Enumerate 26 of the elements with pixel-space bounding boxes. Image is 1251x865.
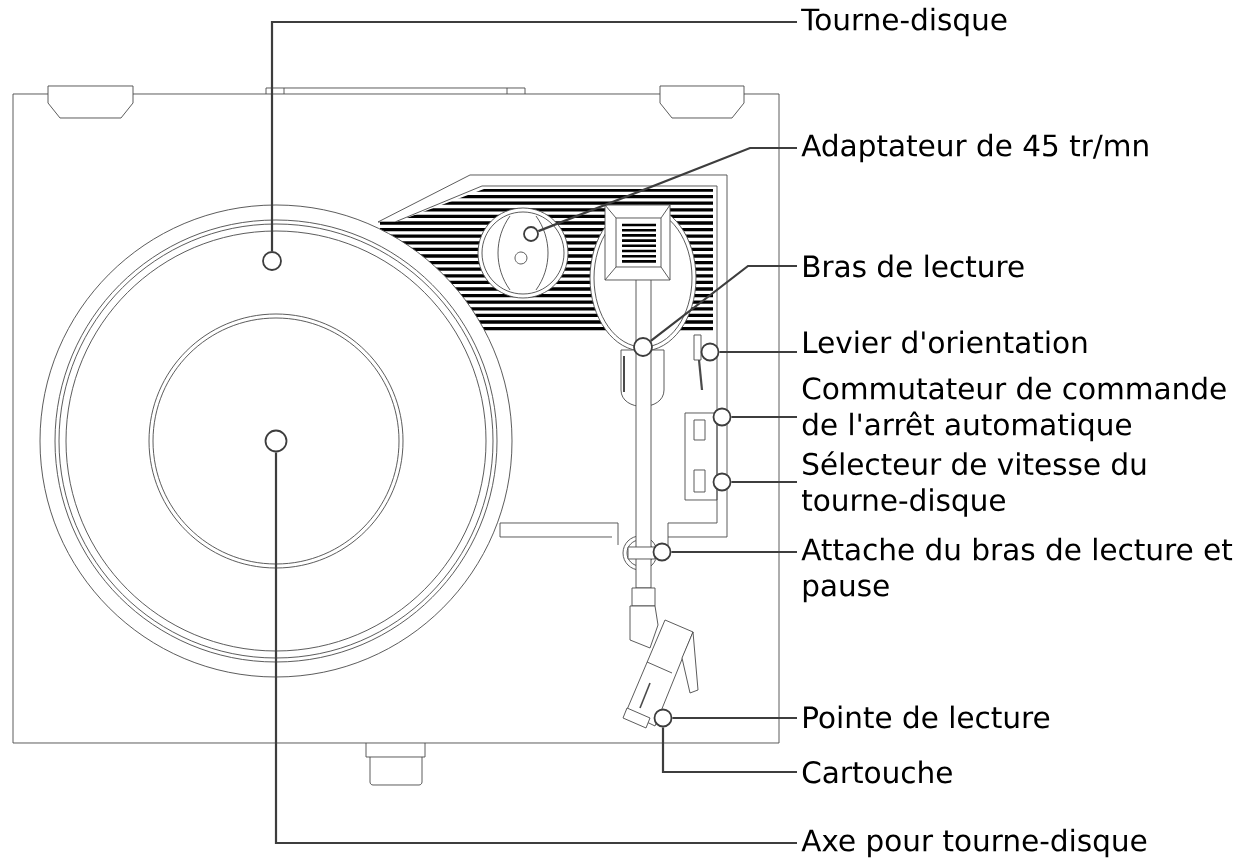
part-label: Sélecteur de vitesse du tourne-disque: [802, 451, 1146, 517]
leader-line: [661, 727, 797, 774]
leader-line: [731, 415, 797, 419]
leader-line: [270, 20, 797, 252]
leader-line: [650, 264, 797, 342]
callout-circle: [700, 342, 720, 362]
part-label: Attache du bras de lecture et pause: [801, 537, 1233, 603]
leader-line: [671, 550, 797, 554]
part-label: Levier d'orientation: [804, 330, 1087, 354]
part-label: Commutateur de commande de l'arrêt automatique: [802, 376, 1226, 442]
callout-circle: [712, 472, 732, 492]
part-label: Tourne-disque: [801, 7, 1007, 37]
part-label: Axe pour tourne-disque: [801, 828, 1147, 858]
callout-circle: [653, 708, 673, 728]
part-label: Cartouche: [802, 760, 952, 784]
leader-line: [274, 452, 797, 845]
part-label: Adaptateur de 45 tr/mn: [801, 133, 1148, 163]
leader-line: [537, 146, 797, 233]
callout-circle: [264, 429, 288, 453]
callout-circle: [712, 407, 732, 427]
leader-line: [672, 716, 797, 720]
part-label: Bras de lecture: [804, 254, 1024, 278]
part-label: Pointe de lecture: [804, 705, 1050, 729]
leader-line: [719, 350, 797, 354]
callout-circle: [523, 226, 539, 242]
leader-line: [731, 480, 797, 484]
